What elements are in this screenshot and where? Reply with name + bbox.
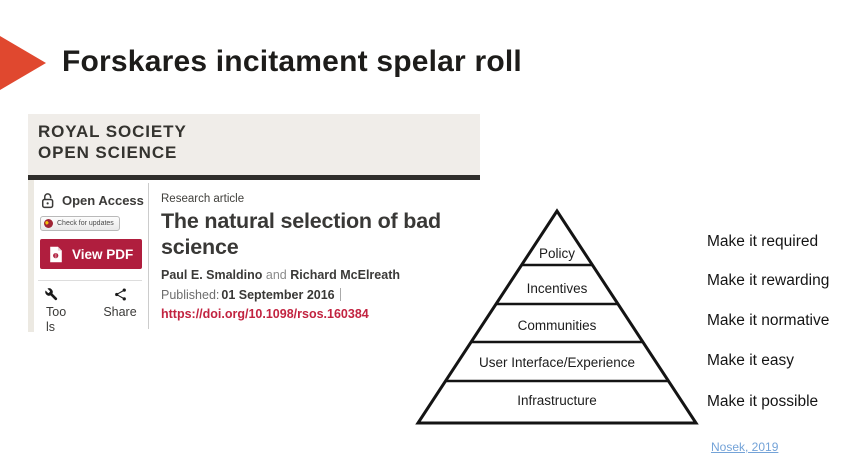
- sidebar-divider: [38, 280, 142, 281]
- article-main: Research article The natural selection o…: [149, 180, 480, 332]
- sidebar-main-divider: [148, 183, 149, 329]
- open-access-badge: Open Access: [38, 192, 148, 209]
- pdf-file-icon: [50, 246, 62, 262]
- share-icon: [114, 288, 126, 301]
- authors-conjunction: and: [265, 267, 287, 282]
- goal-label-easy: Make it easy: [707, 352, 795, 369]
- doi-link[interactable]: https://doi.org/10.1098/rsos.160384: [161, 306, 369, 321]
- pyramid-level-communities: Communities: [518, 318, 597, 333]
- pyramid-level-infrastructure: Infrastructure: [517, 393, 597, 408]
- view-pdf-button[interactable]: View PDF: [40, 239, 142, 269]
- pyramid-level-policy: Policy: [539, 246, 575, 261]
- journal-header-divider: [28, 175, 480, 180]
- check-for-updates-label: Check for updates: [57, 220, 114, 227]
- author-name: Paul E. Smaldino: [161, 267, 263, 282]
- goal-label-required: Make it required: [707, 233, 819, 250]
- wrench-icon: [45, 288, 58, 301]
- tools-label-line2: ls: [46, 320, 56, 334]
- pyramid-outline: [415, 208, 699, 425]
- pyramid-level-ui-experience: User Interface/Experience: [479, 355, 635, 370]
- published-date: 01 September 2016: [221, 287, 335, 302]
- tools-button[interactable]: Too ls: [38, 287, 86, 335]
- text-caret: [339, 287, 341, 301]
- article-screenshot: ROYAL SOCIETY OPEN SCIENCE Open Access C…: [28, 114, 480, 335]
- share-button[interactable]: Share: [94, 287, 146, 335]
- article-title: The natural selection of bad science: [161, 209, 441, 259]
- check-for-updates-button[interactable]: Check for updates: [40, 216, 120, 231]
- tools-label-line1: Too: [46, 305, 67, 319]
- published-row: Published:01 September 2016: [161, 287, 480, 302]
- author-name: Richard McElreath: [290, 267, 401, 282]
- slide-title: Forskares incitament spelar roll: [62, 45, 522, 78]
- article-body: Open Access Check for updates View PDF: [28, 180, 480, 335]
- citation-link[interactable]: Nosek, 2019: [711, 440, 779, 454]
- article-sidebar: Open Access Check for updates View PDF: [34, 180, 148, 335]
- journal-name-line1: ROYAL SOCIETY: [38, 122, 187, 141]
- view-pdf-label: View PDF: [72, 246, 134, 262]
- journal-name-line2: OPEN SCIENCE: [38, 143, 178, 163]
- pyramid-diagram: Policy Incentives Communities User Inter…: [415, 208, 699, 425]
- journal-header: ROYAL SOCIETY OPEN SCIENCE: [28, 114, 480, 175]
- pyramid-level-incentives: Incentives: [527, 281, 588, 296]
- published-label: Published:: [161, 287, 220, 302]
- crossmark-icon: [44, 219, 53, 228]
- open-access-label: Open Access: [62, 193, 144, 208]
- goal-label-rewarding: Make it rewarding: [707, 272, 830, 289]
- goal-label-normative: Make it normative: [707, 312, 830, 329]
- open-lock-icon: [41, 193, 54, 209]
- article-type-label: Research article: [161, 193, 245, 205]
- accent-arrow-icon: [0, 36, 46, 90]
- share-label: Share: [103, 305, 137, 319]
- article-authors: Paul E. Smaldino and Richard McElreath: [161, 268, 480, 282]
- goal-label-possible: Make it possible: [707, 393, 819, 410]
